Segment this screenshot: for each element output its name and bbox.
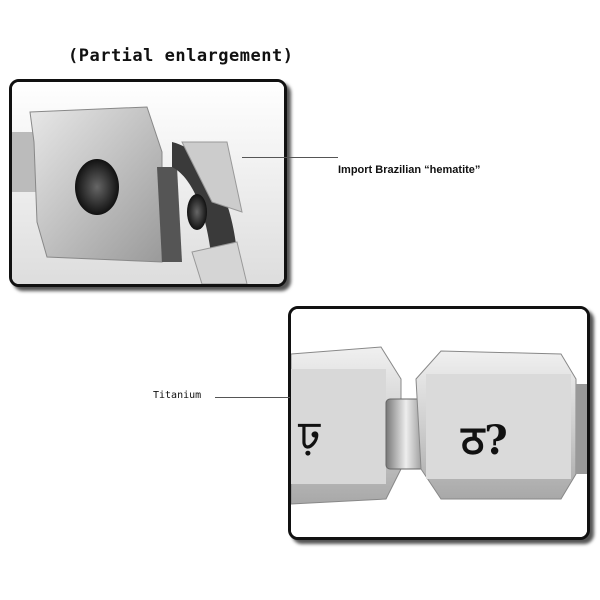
callout-label-hematite: Import Brazilian “hematite” xyxy=(338,164,481,176)
svg-text:ঢ়: ঢ় xyxy=(297,413,321,458)
enlargement-image-hematite xyxy=(9,79,287,287)
callout-label-titanium: Titanium xyxy=(153,390,202,401)
callout-line-hematite xyxy=(242,157,338,158)
svg-text:ठ?: ठ? xyxy=(460,417,508,464)
enlargement-image-titanium: ঢ় ठ? xyxy=(288,306,590,540)
section-title: (Partial enlargement) xyxy=(68,46,294,66)
callout-line-titanium xyxy=(215,397,290,398)
